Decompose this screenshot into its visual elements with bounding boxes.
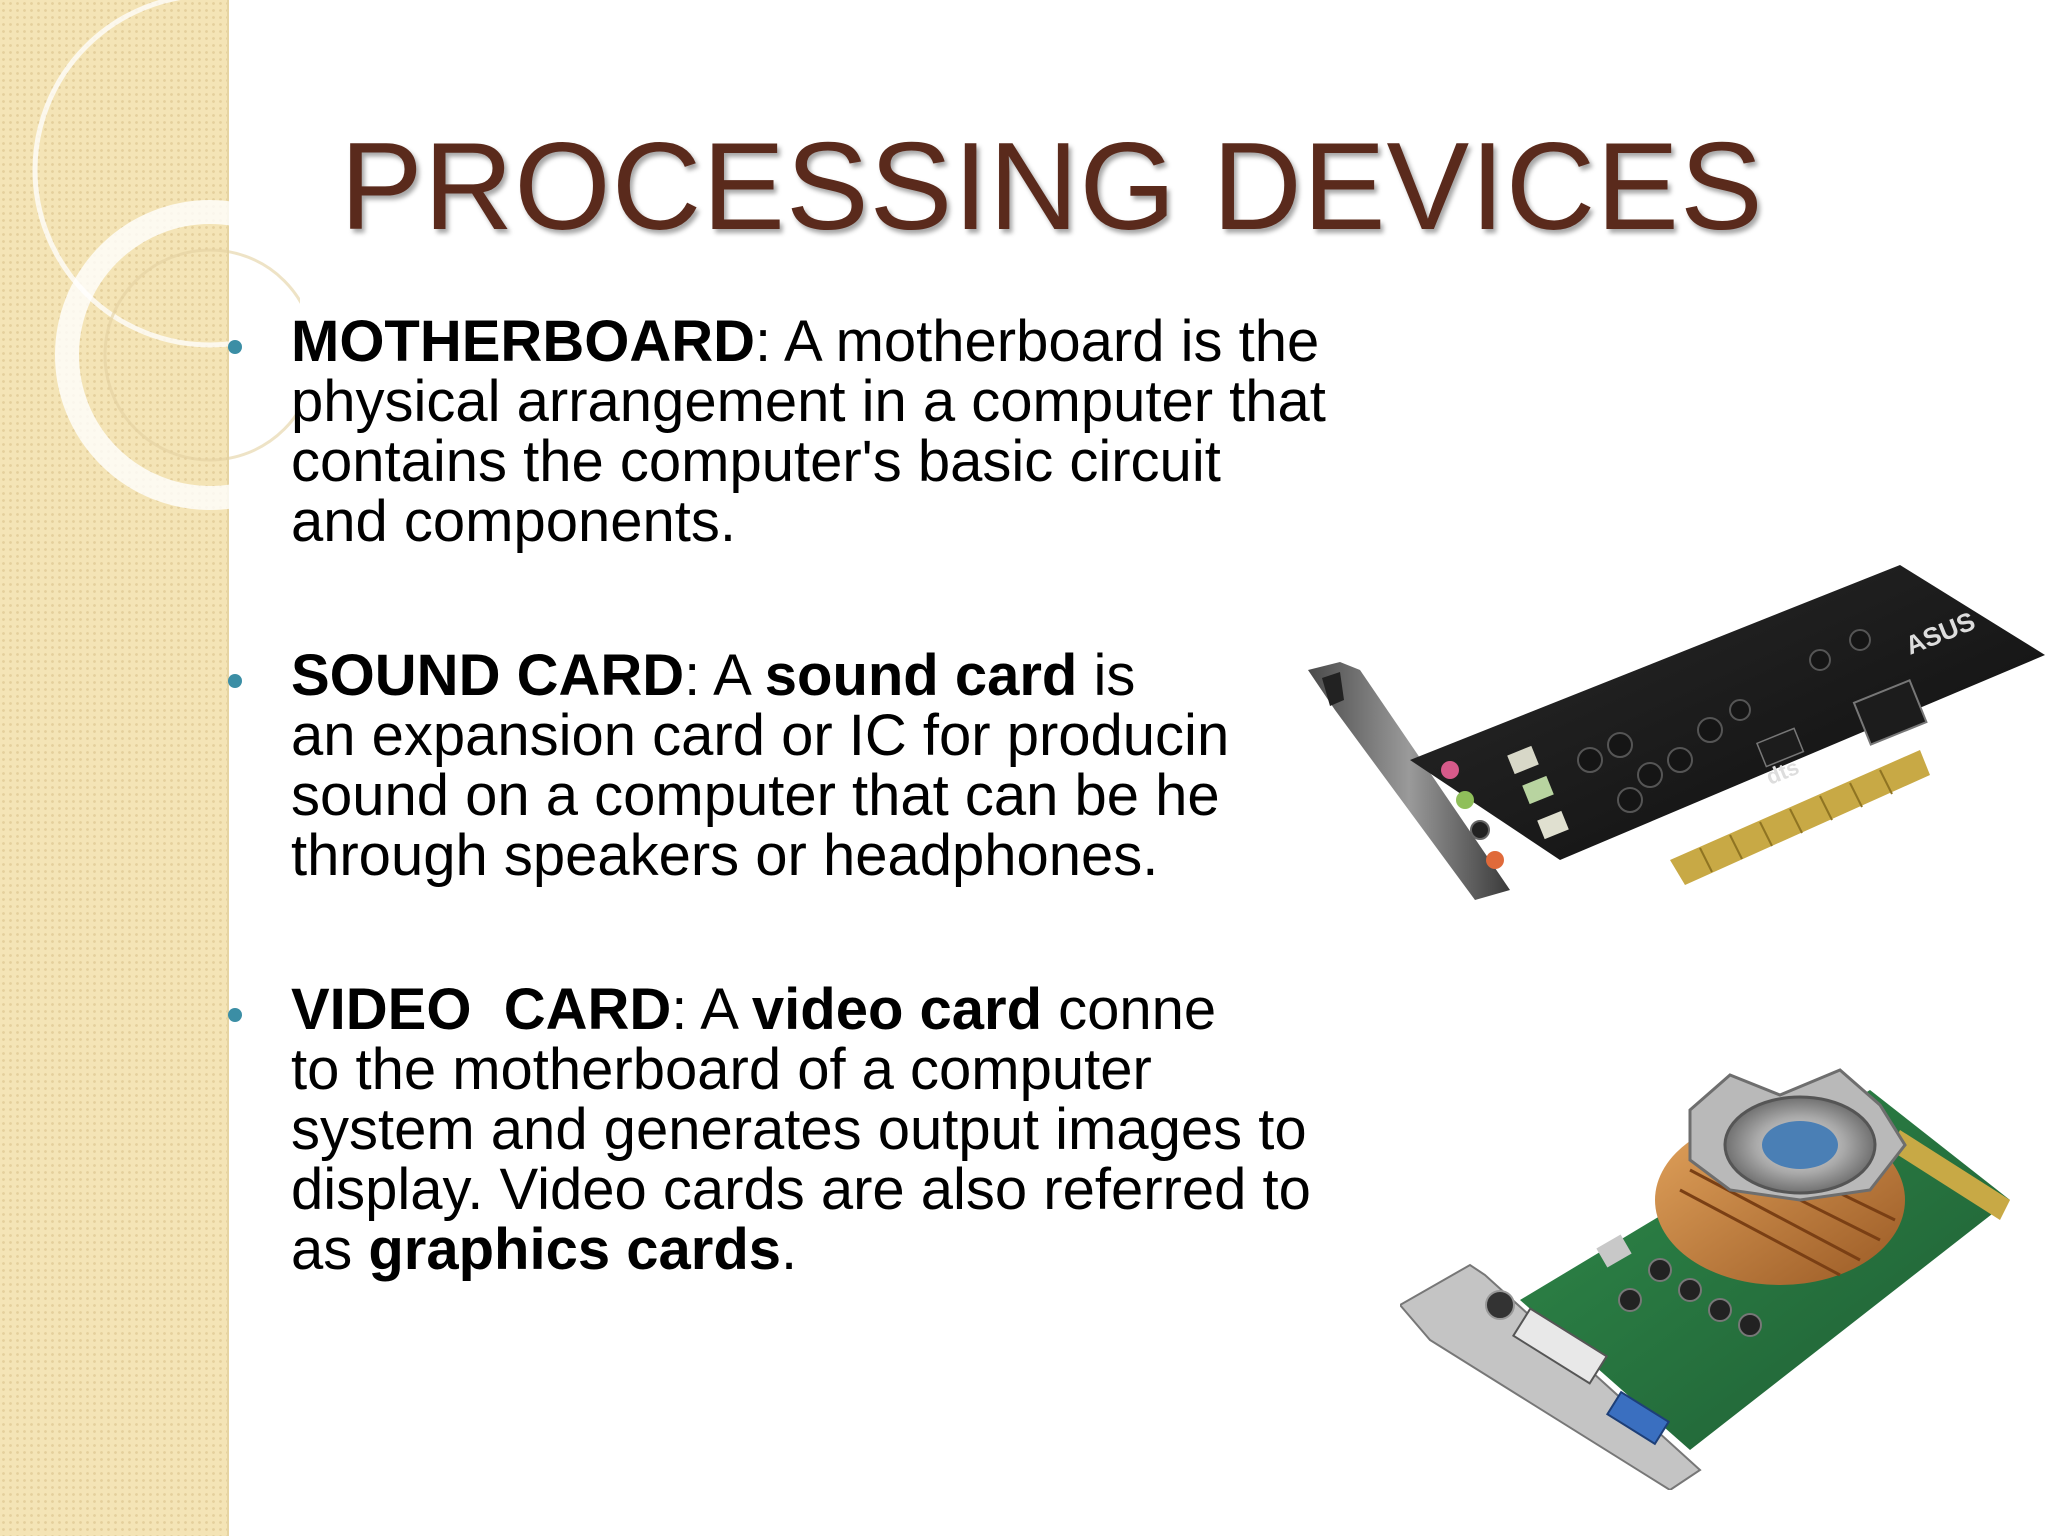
text-line: contains the computer's basic circuit (291, 429, 1221, 494)
decorative-circles (32, 0, 300, 510)
term-sound-card: SOUND CARD (291, 643, 685, 708)
text-line: physical arrangement in a computer that (291, 369, 1326, 434)
definition-start: : A motherboard is the (754, 309, 1320, 374)
text-fragment: . (781, 1217, 798, 1282)
bullet-marker (228, 340, 242, 354)
bullet-marker (228, 1008, 242, 1022)
text-line: an expansion card or IC for producin (291, 703, 1230, 768)
sound-card-image: ASUS dts (1308, 565, 2045, 900)
definition-start: : A (671, 977, 752, 1042)
term-video-card-inline: video card (751, 977, 1043, 1042)
text-line: system and generates output images to (291, 1097, 1307, 1162)
text-line: sound on a computer that can be he (291, 763, 1220, 828)
definition-rest: is (1077, 643, 1136, 708)
bullet-sound-card-line-1: SOUND CARD: A sound card is (291, 646, 1229, 706)
text-line-last: as graphics cards. (291, 1220, 1311, 1280)
bullet-video-card-line-1: VIDEO CARD: A video card conne (291, 980, 1311, 1040)
text-fragment: as (291, 1217, 369, 1282)
bullet-motherboard: MOTHERBOARD: A motherboard is the physic… (291, 312, 1326, 552)
bullet-marker (228, 674, 242, 688)
bullet-sound-card: SOUND CARD: A sound card is an expansion… (291, 646, 1229, 886)
bullet-video-card: VIDEO CARD: A video card conne to the mo… (291, 980, 1311, 1280)
term-graphics-cards: graphics cards (368, 1217, 782, 1282)
term-sound-card-inline: sound card (764, 643, 1078, 708)
definition-start: : A (684, 643, 765, 708)
bullet-motherboard-line-1: MOTHERBOARD: A motherboard is the (291, 312, 1326, 372)
text-line: display. Video cards are also referred t… (291, 1157, 1311, 1222)
definition-rest: conne (1042, 977, 1217, 1042)
slide-title: PROCESSING DEVICES (340, 118, 1764, 256)
text-line: and components. (291, 489, 736, 554)
term-motherboard: MOTHERBOARD (291, 309, 755, 374)
text-line: to the motherboard of a computer (291, 1037, 1152, 1102)
term-video-card: VIDEO CARD (291, 977, 672, 1042)
video-card-image (1400, 1068, 2010, 1490)
text-line: through speakers or headphones. (291, 823, 1159, 888)
